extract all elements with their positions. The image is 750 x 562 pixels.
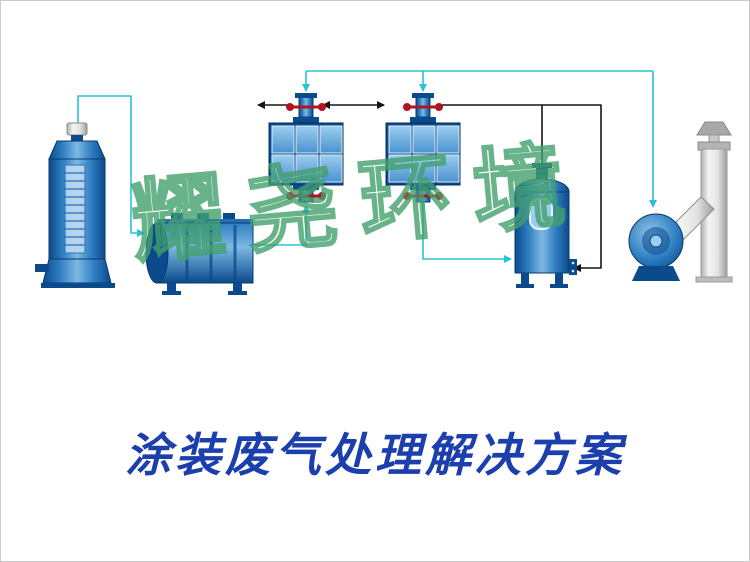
- adsorber1-top-valve-wheel-right: [318, 103, 326, 111]
- tank-foot-right: [550, 284, 568, 288]
- tank-neck-flange: [532, 163, 552, 168]
- tank-leg-left: [521, 273, 529, 285]
- filter-foot-right: [228, 291, 247, 295]
- filter-rib-1: [171, 213, 183, 221]
- scrubber-base: [41, 283, 115, 288]
- chimney-cap-hat: [696, 121, 732, 136]
- adsorber2-bottom-flange: [410, 185, 436, 190]
- adsorber1-panels: [271, 125, 343, 183]
- tank-flange-bolt-top: [571, 261, 575, 265]
- filter-foot-left: [162, 291, 181, 295]
- adsorber2-panels: [388, 125, 460, 183]
- adsorber1-bottom-flange: [293, 185, 319, 190]
- adsorber2-bottom-valve-wheel-left: [403, 192, 411, 200]
- adsorber2-top-valve-wheel-right: [435, 103, 443, 111]
- filter-end-cap: [145, 222, 169, 284]
- scrubber-shoulder: [48, 140, 106, 160]
- scrubber-inlet-stub: [35, 264, 49, 272]
- scrubber-ladder: [64, 164, 86, 254]
- scrubber-neck: [71, 135, 83, 141]
- activated-carbon-adsorber-1: [268, 93, 344, 203]
- scrubber-ladder-rungs: [65, 172, 85, 246]
- adsorber2-top-stub-cap: [412, 93, 434, 98]
- piping-network: [77, 70, 657, 272]
- adsorber1-bottom-valve-wheel-right: [318, 192, 326, 200]
- chimney-base: [695, 276, 733, 283]
- adsorber1-top-valve-wheel-left: [286, 103, 294, 111]
- centrifugal-fan: [628, 196, 715, 281]
- adsorber1-top-stub-cap: [295, 93, 317, 98]
- adsorber1-bottom-valve-wheel-left: [286, 192, 294, 200]
- scrubber-cap: [66, 122, 88, 136]
- filter-leg-left: [167, 283, 176, 292]
- fan-base: [632, 266, 680, 281]
- filter-body: [156, 222, 254, 284]
- adsorber1-top-flange: [293, 117, 319, 123]
- adsorber2-bottom-valve-wheel-right: [435, 192, 443, 200]
- pipe-adsorber2-to-tank: [422, 202, 512, 263]
- filter-rib-3: [223, 213, 235, 221]
- adsorber2-top-flange: [410, 117, 436, 123]
- pipe-adsorber2-to-tank-bottom: [440, 104, 602, 272]
- exhaust-chimney: [695, 121, 733, 283]
- buffer-tank: [514, 163, 577, 288]
- tank-foot-left: [516, 284, 534, 288]
- tank-window: [529, 198, 553, 230]
- pipe-filter-to-adsorber1: [253, 205, 310, 246]
- pipe-scrubber-to-filter: [77, 95, 145, 237]
- filter-leg-right: [233, 283, 242, 292]
- page-title: 涂装废气处理解决方案: [125, 430, 625, 481]
- filter-dividers: [185, 225, 237, 281]
- activated-carbon-adsorber-2: [385, 93, 461, 203]
- adsorber2-top-valve-wheel-left: [403, 103, 411, 111]
- tank-leg-right: [555, 273, 563, 285]
- filter-box: [145, 213, 254, 295]
- tank-flange-bolt-bottom: [571, 269, 575, 273]
- spray-scrubber-tower: [35, 122, 115, 288]
- fan-hub: [649, 234, 663, 248]
- scrubber-skirt: [42, 258, 112, 284]
- filter-rib-2: [197, 213, 209, 221]
- tank-side-flange: [569, 259, 577, 275]
